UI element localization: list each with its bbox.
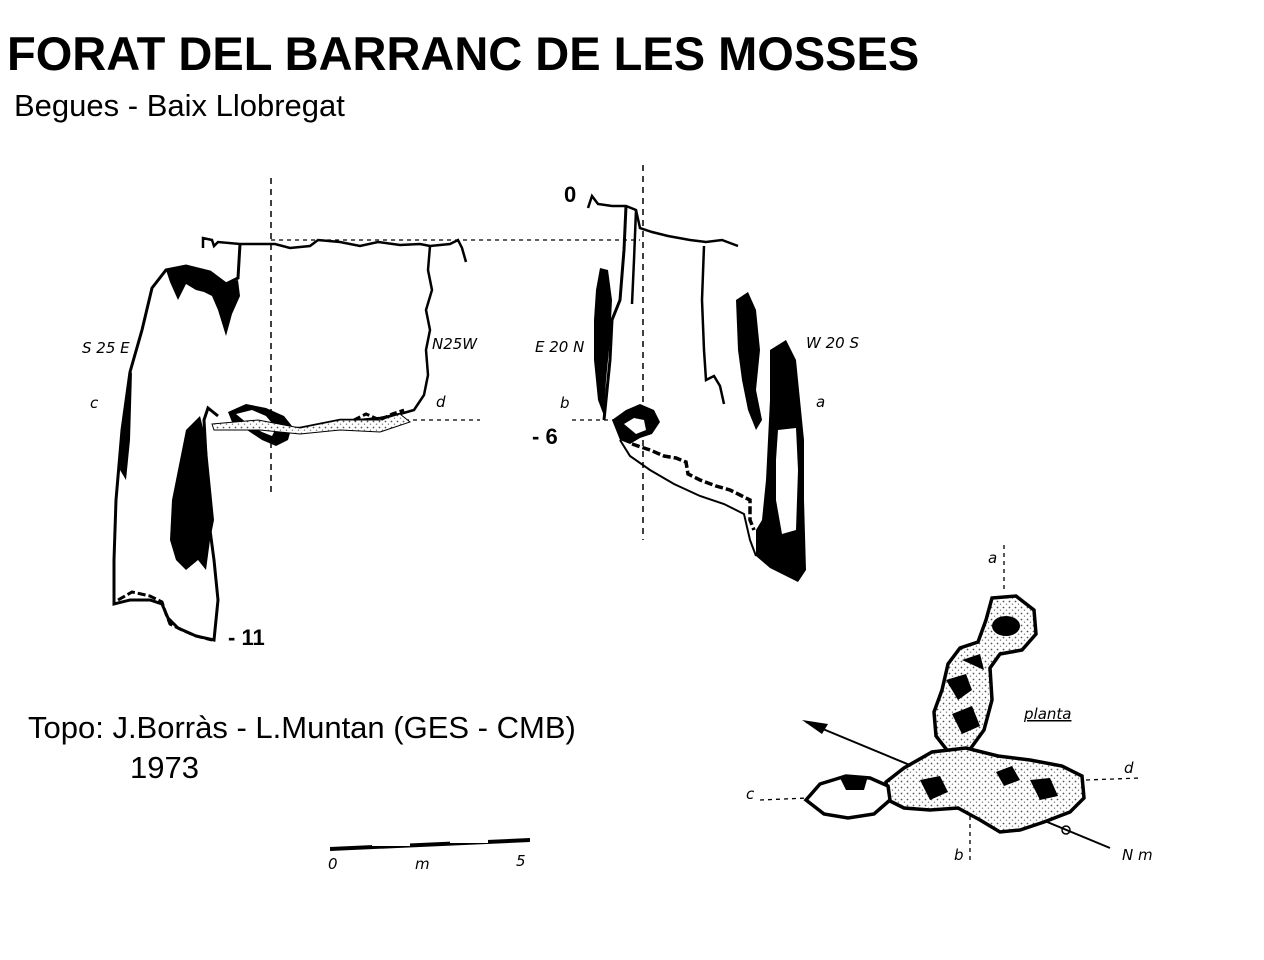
orientation-label-right: N25W [432, 335, 478, 353]
scale-bar-segment [450, 840, 488, 843]
surface-line [586, 193, 739, 248]
cave-fill [166, 266, 240, 336]
plan-feature [962, 654, 984, 670]
scale-bar: 0 m 5 [328, 838, 530, 873]
marker-b: b [560, 394, 570, 412]
north-ring-icon [1061, 825, 1071, 835]
scale-unit: m [415, 855, 430, 873]
scale-start: 0 [328, 855, 338, 873]
plan-feature [946, 674, 972, 700]
plan-chamber [932, 594, 1038, 756]
plan-marker-d: d [1124, 759, 1134, 777]
page-title: FORAT DEL BARRANC DE LES MOSSES [7, 27, 920, 80]
north-label: N m [1122, 846, 1153, 864]
north-arrow-icon [802, 720, 828, 734]
orientation-label-left: S 25 E [82, 339, 130, 357]
plan-feature [920, 776, 948, 800]
section-right: 0 E 20 N W 20 S b a - 6 [532, 165, 859, 582]
rope [353, 408, 405, 422]
rope [631, 442, 756, 531]
boulder [624, 418, 646, 434]
axis-line [759, 797, 809, 801]
cave-fill [736, 292, 762, 430]
cave-wall [630, 209, 638, 305]
plan-marker-c: c [746, 785, 755, 803]
plan-feature [992, 616, 1020, 636]
scale-bar-line [330, 838, 530, 851]
plan-feature [840, 776, 868, 790]
cave-fill [594, 268, 612, 416]
cave-floor [211, 413, 412, 435]
plan-marker-b: b [954, 846, 964, 864]
orientation-label-left: E 20 N [535, 338, 584, 356]
scale-bar-segment [372, 843, 410, 846]
cave-wall [257, 245, 434, 430]
plan-marker-a: a [988, 549, 997, 567]
axis-line [1085, 777, 1141, 781]
orientation-label-right: W 20 S [806, 334, 859, 352]
plan-feature [1030, 778, 1058, 800]
survey-credit: Topo: J.Borràs - L.Muntan (GES - CMB) [28, 710, 576, 745]
rope [117, 590, 213, 642]
surface-line [201, 236, 468, 263]
cave-fill [170, 416, 214, 570]
cave-wall [602, 205, 628, 421]
marker-a: a [816, 393, 825, 411]
cave-wall [700, 245, 726, 405]
plan-feature [996, 766, 1020, 786]
plan-chamber [803, 774, 892, 820]
plan-chamber [884, 746, 1086, 834]
depth-label-top: 0 [564, 182, 576, 207]
depth-label-mid: - 6 [532, 424, 558, 449]
marker-d: d [436, 393, 446, 411]
scale-end: 5 [516, 852, 526, 870]
cave-wall [619, 439, 757, 557]
section-left: S 25 E N25W c d - 11 [82, 178, 640, 650]
cave-fill [120, 372, 132, 480]
plan-title: planta [1023, 705, 1071, 723]
plan-feature [952, 706, 980, 734]
plan-view: planta a b c d N m [746, 545, 1153, 864]
depth-label-bottom: - 11 [228, 625, 265, 650]
cave-void [776, 428, 798, 534]
survey-year: 1973 [130, 750, 199, 785]
marker-c: c [90, 394, 99, 412]
page-subtitle: Begues - Baix Llobregat [14, 88, 345, 123]
